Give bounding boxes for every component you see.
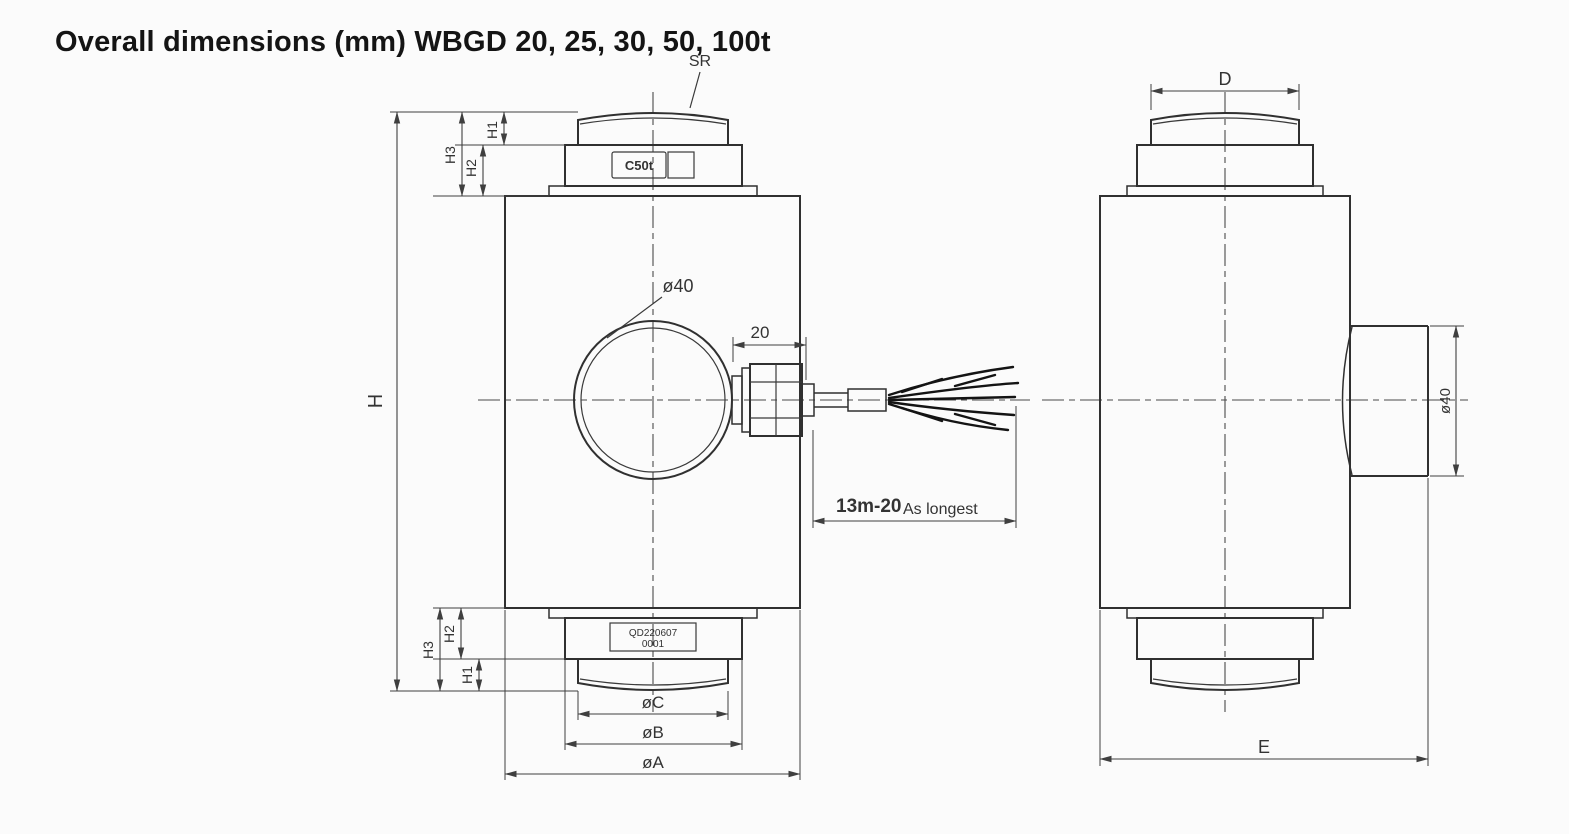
serial-line2: 0001 bbox=[642, 639, 665, 650]
side-bottom-cap-spherical-line bbox=[1152, 678, 1298, 686]
sr-label: SR bbox=[689, 53, 711, 70]
cable-wires bbox=[887, 365, 1020, 432]
dim-label-dia-b: øB bbox=[642, 723, 664, 742]
dim-label-h2-top: H2 bbox=[463, 159, 479, 177]
dim-e: E bbox=[1099, 478, 1429, 766]
dim-label-20: 20 bbox=[751, 323, 770, 342]
top-load-cap bbox=[577, 112, 729, 145]
dim-boss-dia: ø40 bbox=[1430, 325, 1464, 477]
wire-strand bbox=[887, 400, 1016, 417]
side-top-cap-spherical-line bbox=[1152, 117, 1298, 125]
cap-marking-box bbox=[611, 151, 667, 179]
dim-label-h: H bbox=[365, 394, 387, 408]
dim-label-h1-bottom: H1 bbox=[459, 666, 475, 684]
top-nut bbox=[564, 144, 743, 187]
top-cap-spherical-line bbox=[579, 117, 727, 125]
dim-dia-b: øB bbox=[564, 660, 743, 750]
serial-box bbox=[609, 622, 697, 652]
dim-bottom-stack: H3 H2 H1 bbox=[420, 607, 565, 692]
side-top-nut bbox=[1136, 144, 1314, 187]
dim-label-boss-dia: ø40 bbox=[1437, 388, 1454, 414]
dim-gland-20: 20 bbox=[732, 323, 807, 380]
front-bottom-cap-stack: QD220607 0001 bbox=[548, 607, 758, 691]
bottom-cap-spherical-line bbox=[579, 678, 727, 686]
front-top-cap-stack: C50t bbox=[548, 112, 758, 197]
dim-label-h3-bottom: H3 bbox=[420, 641, 436, 659]
wire-strand bbox=[887, 381, 1020, 400]
sr-callout: SR bbox=[689, 53, 711, 109]
dim-dia-c: øC bbox=[577, 691, 729, 720]
side-bottom-cap-stack bbox=[1126, 607, 1324, 691]
serial-line1: QD220607 bbox=[629, 628, 678, 639]
dim-label-e: E bbox=[1258, 737, 1270, 757]
bottom-nut bbox=[564, 617, 743, 660]
cap-marking-label: C50t bbox=[625, 158, 654, 173]
dim-h: H bbox=[365, 111, 578, 692]
wire-strand bbox=[953, 412, 997, 427]
gland-step bbox=[801, 383, 815, 417]
cable-gland bbox=[731, 363, 887, 437]
wire-strand bbox=[953, 373, 997, 388]
side-bottom-nut bbox=[1136, 617, 1314, 660]
wire-strand bbox=[887, 395, 1017, 402]
front-view: C50t SR QD220607 0001 bbox=[365, 53, 1030, 780]
cable-length-label: 13m-20 bbox=[836, 496, 902, 517]
wire-strand bbox=[887, 402, 1010, 432]
dim-label-dia-c: øC bbox=[642, 693, 665, 712]
dim-label-h3-top: H3 bbox=[442, 146, 458, 164]
cable-note-label: As longest bbox=[903, 501, 978, 518]
hole-dia-label: ø40 bbox=[662, 276, 693, 296]
side-cable-boss bbox=[1341, 325, 1429, 477]
side-top-load-cap bbox=[1150, 112, 1300, 145]
side-bottom-load-cap bbox=[1150, 659, 1300, 691]
cap-marking-box-small bbox=[667, 151, 695, 179]
dim-dia-a: øA bbox=[504, 610, 801, 780]
hole-inner-circle bbox=[580, 327, 726, 473]
bottom-load-cap bbox=[577, 659, 729, 691]
wire-strand bbox=[900, 377, 944, 394]
sr-leader-line bbox=[689, 71, 701, 109]
dim-cable-length: 13m-20 As longest bbox=[812, 406, 1017, 528]
dim-label-dia-a: øA bbox=[642, 753, 664, 772]
dim-label-h2-bottom: H2 bbox=[441, 625, 457, 643]
dim-label-d: D bbox=[1219, 69, 1232, 89]
wire-strand bbox=[900, 406, 944, 423]
cable-ferrule bbox=[847, 388, 887, 412]
side-top-cap-stack bbox=[1126, 112, 1324, 197]
mounting-hole: ø40 bbox=[573, 276, 733, 480]
hole-dia-leader bbox=[606, 296, 663, 339]
side-view: D ø40 E bbox=[1042, 69, 1468, 766]
dim-d: D bbox=[1150, 69, 1300, 110]
boss-blend-arc bbox=[1341, 326, 1353, 476]
dim-top-stack: H1 H2 H3 bbox=[433, 111, 565, 197]
dim-label-h1-top: H1 bbox=[484, 121, 500, 139]
page-title: Overall dimensions (mm) WBGD 20, 25, 30,… bbox=[55, 26, 771, 58]
